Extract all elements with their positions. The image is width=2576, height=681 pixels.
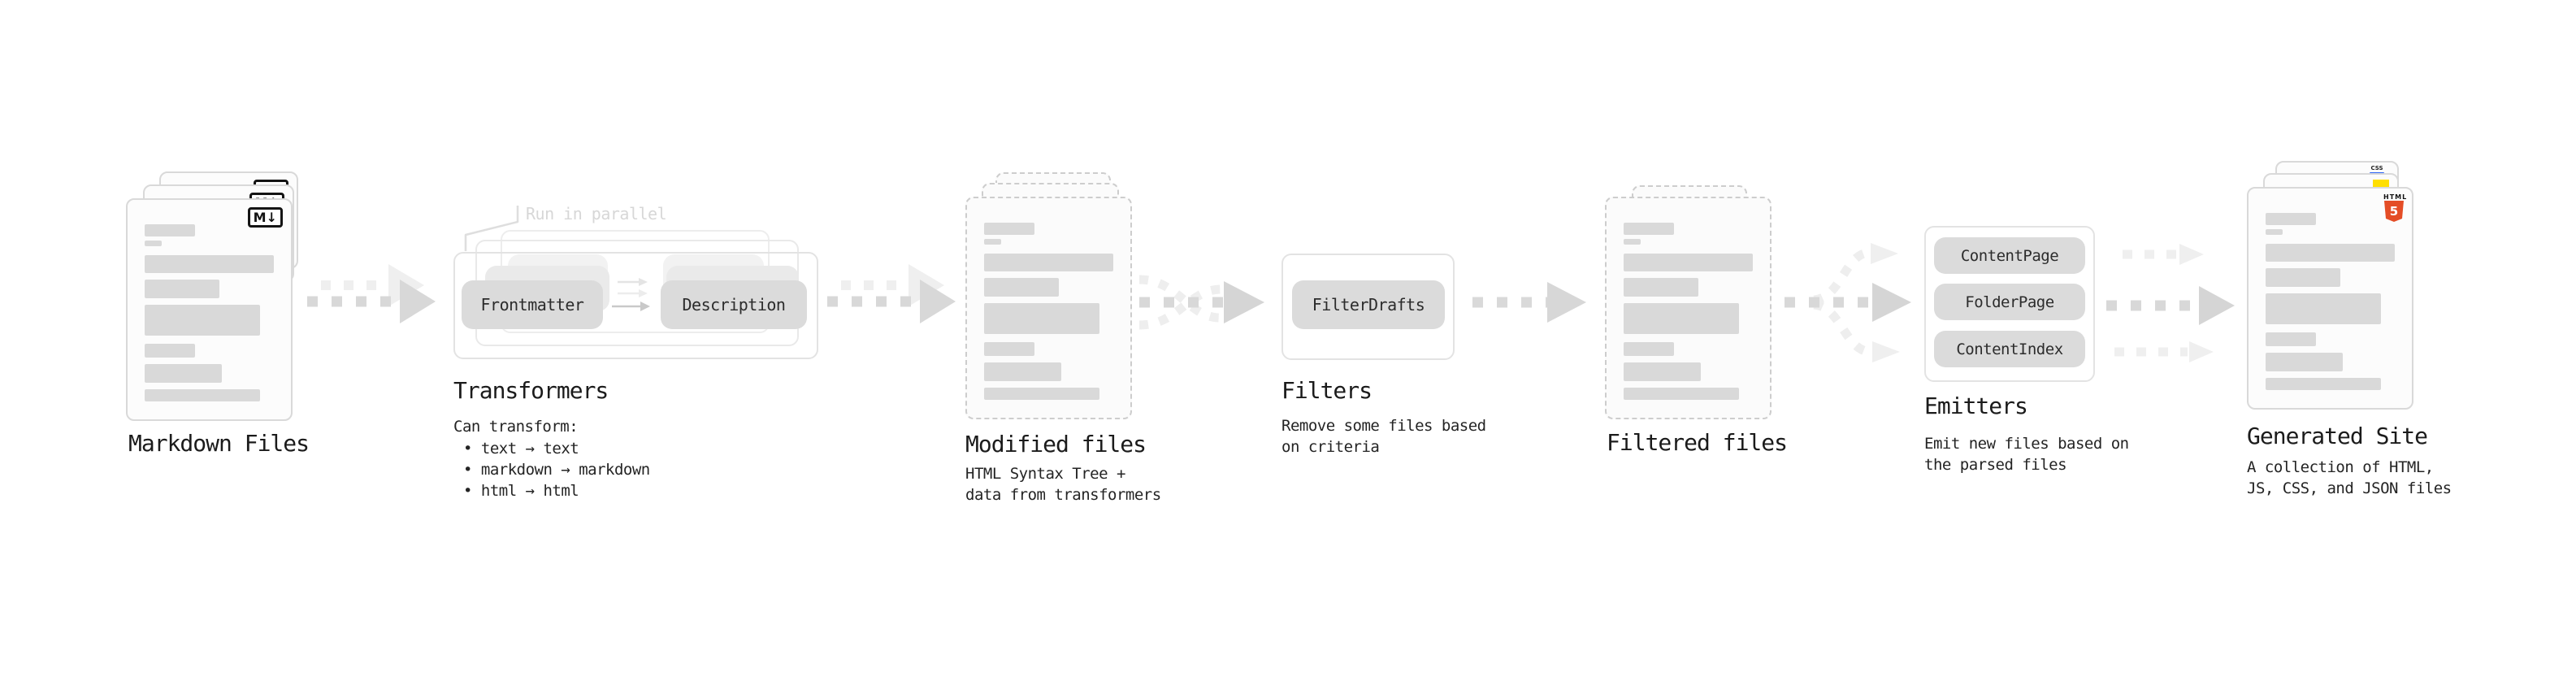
- generated-site-caption: JS, CSS, and JSON files: [2247, 479, 2452, 497]
- markdown-icon: M↓: [247, 207, 283, 228]
- emitters-caption: Emit new files based on: [1924, 435, 2129, 453]
- emitter-folderpage-pill: FolderPage: [1934, 284, 2085, 320]
- arrow-filtered-to-emitters: [1785, 243, 1911, 362]
- arrow-emitters-to-site: [2106, 244, 2235, 362]
- filter-drafts-pill: FilterDrafts: [1292, 280, 1445, 329]
- emitters-label: Emitters: [1924, 393, 2028, 419]
- transformers-caption-title: Can transform:: [453, 418, 579, 436]
- emitters-card: [1924, 226, 2095, 382]
- filtered-files-label: Filtered files: [1607, 429, 1788, 456]
- generated-site-caption: A collection of HTML,: [2247, 458, 2434, 476]
- modified-file-front: [965, 197, 1132, 419]
- transformers-bullet: • html → html: [463, 482, 579, 500]
- arrow-modified-to-filters: [1138, 275, 1264, 330]
- emitter-contentpage-pill: ContentPage: [1934, 237, 2085, 274]
- transformers-label: Transformers: [453, 377, 609, 404]
- filters-caption: on criteria: [1281, 438, 1380, 456]
- arrow-transformers-to-modified: [827, 264, 956, 323]
- transformers-bullet: • text → text: [463, 440, 579, 458]
- js-file-icon: [2373, 180, 2389, 189]
- arrow-filters-to-filtered: [1472, 282, 1586, 323]
- modified-files-caption: HTML Syntax Tree +: [965, 465, 1125, 483]
- document-text-placeholder: [967, 198, 1130, 400]
- filters-card: [1281, 254, 1455, 360]
- filtered-file-front: [1605, 197, 1772, 419]
- emitter-contentindex-pill: ContentIndex: [1934, 331, 2085, 367]
- arrow-markdown-to-transformers: [307, 264, 436, 323]
- transformer-card-front: [453, 252, 818, 359]
- modified-files-caption: data from transformers: [965, 486, 1161, 504]
- markdown-file-front: M↓: [126, 198, 293, 421]
- emitters-caption: the parsed files: [1924, 456, 2067, 474]
- transformer-description-pill: Description: [661, 280, 807, 329]
- document-text-placeholder: [2249, 189, 2412, 390]
- generated-file-html: HTML 5: [2247, 187, 2413, 410]
- filters-caption: Remove some files based: [1281, 417, 1486, 435]
- run-in-parallel-annotation: Run in parallel: [526, 204, 667, 223]
- modified-files-label: Modified files: [965, 431, 1147, 458]
- filters-label: Filters: [1281, 377, 1373, 404]
- transformer-frontmatter-pill: Frontmatter: [462, 280, 603, 329]
- transformers-bullet: • markdown → markdown: [463, 461, 650, 479]
- document-text-placeholder: [128, 200, 291, 401]
- markdown-files-label: Markdown Files: [128, 430, 310, 457]
- generated-site-label: Generated Site: [2247, 423, 2428, 449]
- document-text-placeholder: [1607, 198, 1770, 400]
